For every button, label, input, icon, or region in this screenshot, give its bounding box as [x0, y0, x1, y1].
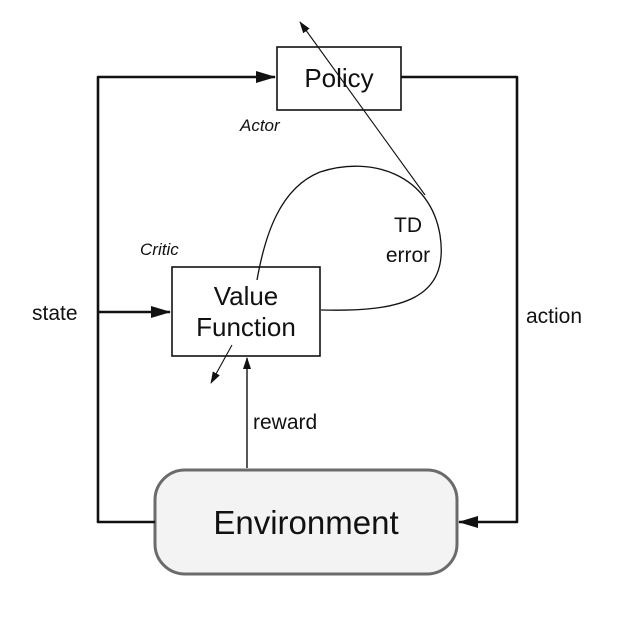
actor-label: Actor: [239, 116, 281, 135]
reward-label: reward: [253, 411, 317, 434]
error-label: error: [386, 244, 430, 267]
policy-node: Policy: [276, 46, 402, 111]
environment-label: Environment: [213, 504, 398, 541]
critic-label: Critic: [140, 240, 179, 259]
value-function-node: Value Function: [171, 266, 321, 357]
value-function-label-line1: Value: [214, 281, 279, 311]
state-to-policy-arrow: [96, 71, 276, 524]
policy-label: Policy: [304, 63, 373, 93]
td-error-to-policy-arrow: [299, 21, 426, 196]
environment-node: Environment: [153, 468, 459, 576]
td-label: TD: [394, 214, 422, 237]
value-function-box: [171, 266, 321, 357]
action-label: action: [526, 305, 582, 328]
td-error-curve: [256, 165, 442, 311]
policy-box: [276, 46, 402, 111]
action-arrow: [401, 75, 519, 528]
value-function-label-line2: Function: [196, 312, 296, 342]
td-error-to-value-function-arrow: [210, 344, 233, 384]
state-label: state: [32, 302, 78, 325]
